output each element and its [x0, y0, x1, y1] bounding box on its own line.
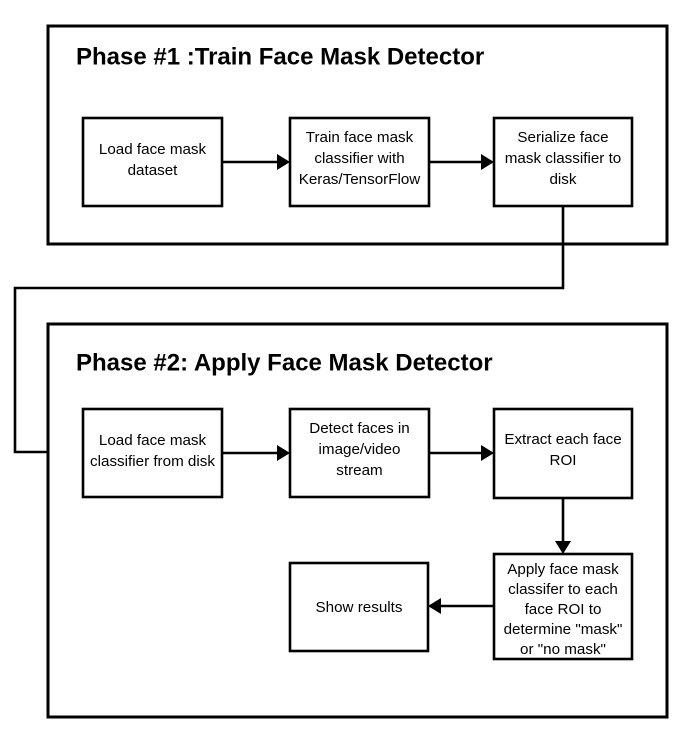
phase-1-title: Phase #1 :Train Face Mask Detector	[76, 43, 484, 70]
node-serialize-classifier[interactable]	[492, 116, 634, 208]
node-serialize-classifier-line-1: Serialize face	[517, 129, 608, 146]
arrowhead-apply-to-show-results	[428, 598, 441, 614]
arrowhead-load-classifier-to-detect	[277, 445, 290, 461]
node-show-results[interactable]	[288, 561, 430, 653]
node-train-classifier[interactable]	[288, 116, 431, 208]
arrowhead-load-dataset-to-train	[277, 154, 290, 170]
connector-serialize-to-load-classifier	[13, 206, 565, 454]
node-apply-classifier-line-3: face ROI to	[525, 601, 602, 618]
node-serialize-classifier-line-2: mask classifier to	[505, 150, 621, 167]
phase-2-title: Phase #2: Apply Face Mask Detector	[76, 349, 493, 376]
node-extract-roi[interactable]	[492, 407, 634, 500]
node-load-classifier[interactable]	[81, 407, 224, 499]
node-detect-faces-line-3: stream	[336, 462, 382, 479]
node-detect-faces-line-1: Detect faces in	[309, 420, 409, 437]
arrowhead-train-to-serialize	[481, 154, 494, 170]
node-extract-roi-line-1: Extract each face	[504, 431, 621, 448]
node-load-dataset-line-2: dataset	[128, 162, 179, 179]
node-extract-roi-line-2: ROI	[549, 452, 576, 469]
node-show-results-line-1: Show results	[316, 599, 403, 616]
arrowhead-extract-to-apply	[555, 541, 571, 554]
node-train-classifier-line-2: classifier with	[314, 150, 404, 167]
node-load-classifier-line-2: classifier from disk	[90, 453, 215, 470]
node-detect-faces[interactable]	[288, 407, 431, 499]
node-load-dataset[interactable]	[81, 116, 224, 208]
node-train-classifier-line-1: Train face mask	[306, 129, 414, 146]
node-apply-classifier-line-5: or "no mask"	[520, 641, 606, 658]
node-load-classifier-line-1: Load face mask	[99, 432, 207, 449]
node-detect-faces-line-2: image/video	[319, 441, 401, 458]
node-apply-classifier-line-2: classifer to each	[508, 581, 618, 598]
arrowhead-detect-to-extract	[481, 445, 494, 461]
node-load-dataset-line-1: Load face mask	[99, 141, 207, 158]
node-apply-classifier-line-4: determine "mask"	[504, 621, 623, 638]
node-apply-classifier-line-1: Apply face mask	[507, 561, 619, 578]
node-serialize-classifier-line-3: disk	[549, 171, 576, 188]
node-train-classifier-line-3: Keras/TensorFlow	[299, 171, 421, 188]
